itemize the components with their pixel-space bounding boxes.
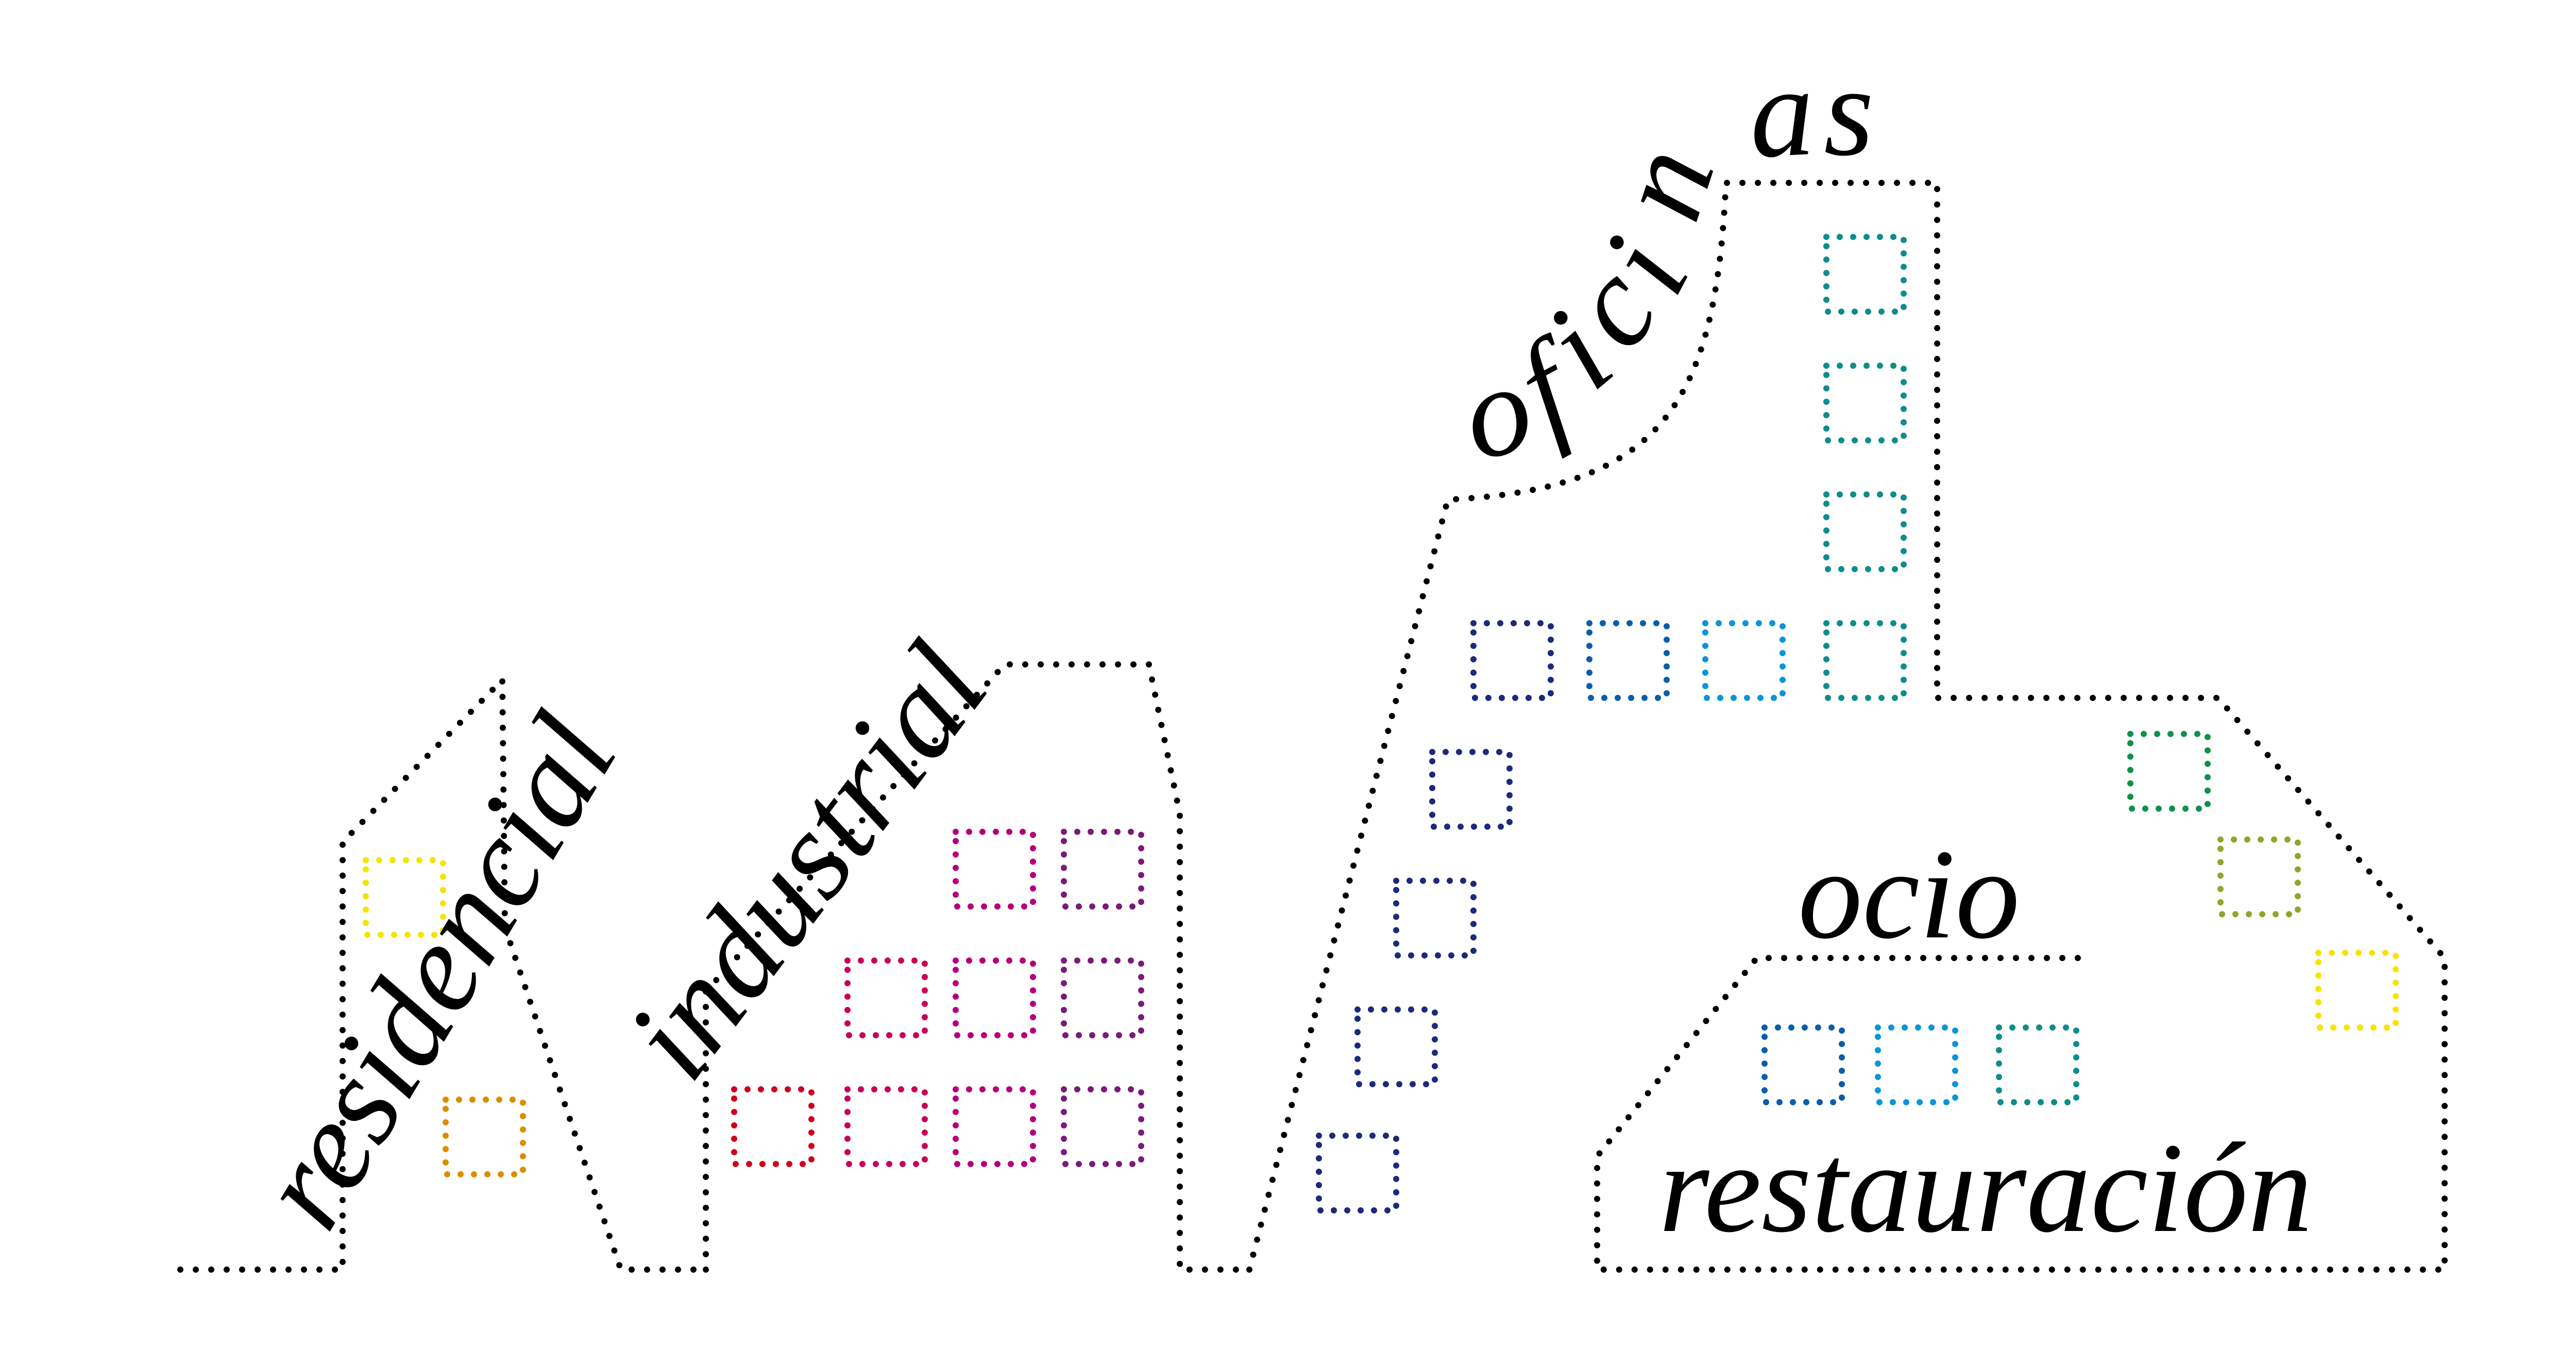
window [844, 957, 928, 1038]
window [953, 829, 1036, 910]
window [1702, 620, 1786, 701]
ocio-windows [1761, 731, 2399, 1105]
window [1875, 1024, 1958, 1105]
ocio-label: ocio [1798, 823, 2020, 966]
window [1470, 620, 1554, 701]
window [1354, 1006, 1438, 1087]
window [2217, 836, 2301, 917]
window [1823, 363, 1907, 443]
window [1061, 957, 1144, 1038]
window [2315, 950, 2399, 1031]
window [953, 957, 1036, 1038]
oficinas-windows [1316, 234, 1907, 1213]
window [363, 857, 446, 938]
window [1586, 620, 1670, 701]
oficinas-building-outline [1246, 180, 2448, 1273]
window [731, 1086, 815, 1167]
window [1823, 234, 1907, 315]
window [443, 1097, 526, 1177]
window [1996, 1024, 2079, 1105]
window [1823, 620, 1907, 701]
industrial-windows [731, 829, 1144, 1167]
window [1316, 1133, 1399, 1213]
industrial-label: industrial [599, 618, 1014, 1104]
window [1393, 878, 1477, 959]
window [1823, 491, 1907, 572]
building-outlines [177, 180, 2448, 1273]
window [1761, 1024, 1845, 1105]
restauracion-label: restauración [1659, 1117, 2312, 1259]
window [844, 1086, 928, 1167]
residencial-building-outline [177, 677, 709, 1273]
residencial-windows [363, 857, 526, 1177]
oficinas-letter: n [1586, 130, 1742, 235]
residencial-label: residencial [229, 691, 644, 1251]
oficinas-label: o f i c i n a s [1448, 40, 1874, 489]
window [953, 1086, 1036, 1167]
window [2127, 731, 2211, 812]
window [1061, 1086, 1144, 1167]
industrial-building-outline [703, 661, 1252, 1273]
window [1429, 749, 1513, 830]
oficinas-letter: a [1745, 40, 1817, 185]
oficinas-letter: s [1824, 40, 1874, 183]
window [1061, 829, 1144, 910]
